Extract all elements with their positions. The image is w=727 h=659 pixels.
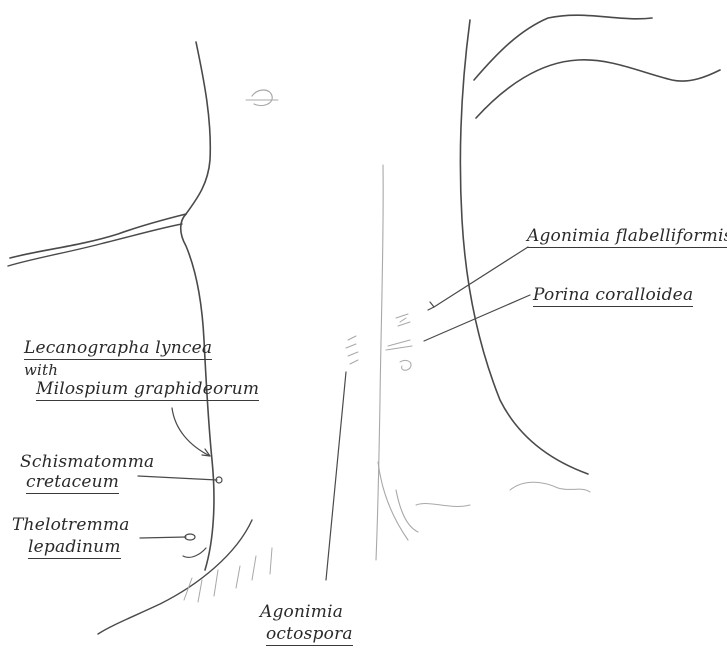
lichen-marks <box>184 90 590 602</box>
label-lecanographa-lyncea-text: Lecanographa lyncea <box>24 338 212 360</box>
label-milospium-graphideorum-text: Milospium graphideorum <box>36 379 259 401</box>
label-agonimia-octospora-2: octospora <box>266 624 353 646</box>
label-agonimia-flabelliformis-text: Agonimia flabelliformis <box>527 226 727 248</box>
label-porina-coralloidea: Porina coralloidea <box>533 285 693 307</box>
label-schismatomma-line1: Schismatomma <box>20 452 154 472</box>
label-porina-coralloidea-text: Porina coralloidea <box>533 285 693 307</box>
sapling <box>376 165 470 560</box>
label-thelotrema-line2: lepadinum <box>28 537 121 559</box>
label-thelotrema-line1: Thelotremma <box>12 515 130 535</box>
label-agonimia-flabelliformis: Agonimia flabelliformis <box>527 226 727 248</box>
label-cretaceum: cretaceum <box>26 472 119 494</box>
label-agonimia-octospora-line2: octospora <box>266 624 353 646</box>
label-schismatomma-line2: cretaceum <box>26 472 119 494</box>
label-thelotremma: Thelotremma <box>12 515 130 535</box>
label-agonimia-octospora-1: Agonimia <box>260 602 343 622</box>
label-milospium-graphideorum: Milospium graphideorum <box>36 379 259 401</box>
label-lepadinum: lepadinum <box>28 537 121 559</box>
label-lecanographa-lyncea: Lecanographa lyncea <box>24 338 212 360</box>
label-schismatomma: Schismatomma <box>20 452 154 472</box>
label-with-text: with <box>24 361 58 379</box>
label-agonimia-octospora-line1: Agonimia <box>260 602 343 622</box>
label-with: with <box>24 360 58 380</box>
